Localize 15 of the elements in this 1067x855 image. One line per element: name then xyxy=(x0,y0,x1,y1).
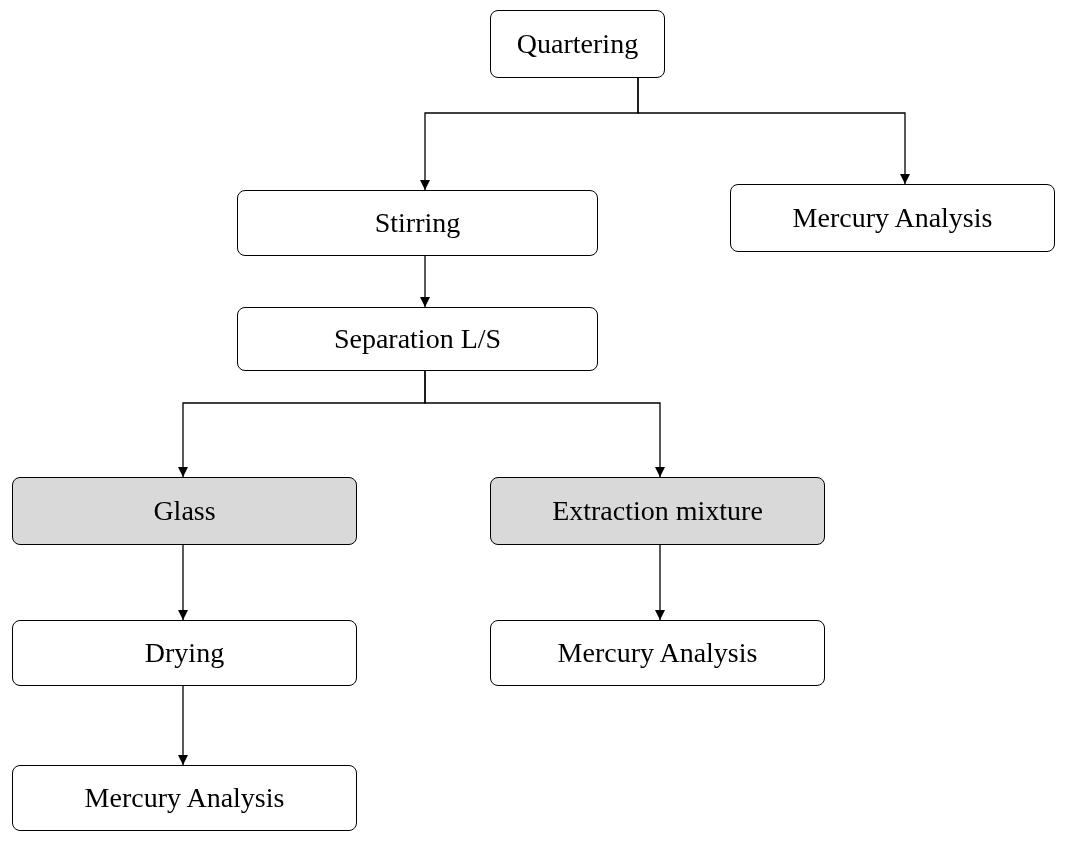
process-box: Mercury Analysis xyxy=(12,765,357,831)
process-box: Mercury Analysis xyxy=(490,620,825,686)
process-box: Quartering xyxy=(490,10,665,78)
process-box: Separation L/S xyxy=(237,307,598,371)
arrow xyxy=(637,77,910,185)
process-box: Drying xyxy=(12,620,357,686)
process-box: Glass xyxy=(12,477,357,545)
arrow xyxy=(655,544,665,621)
arrow xyxy=(178,685,188,766)
arrow xyxy=(178,544,188,621)
arrow xyxy=(420,255,430,308)
process-box: Mercury Analysis xyxy=(730,184,1055,252)
process-box: Extraction mixture xyxy=(490,477,825,545)
arrow xyxy=(424,370,665,478)
process-box: Stirring xyxy=(237,190,598,256)
